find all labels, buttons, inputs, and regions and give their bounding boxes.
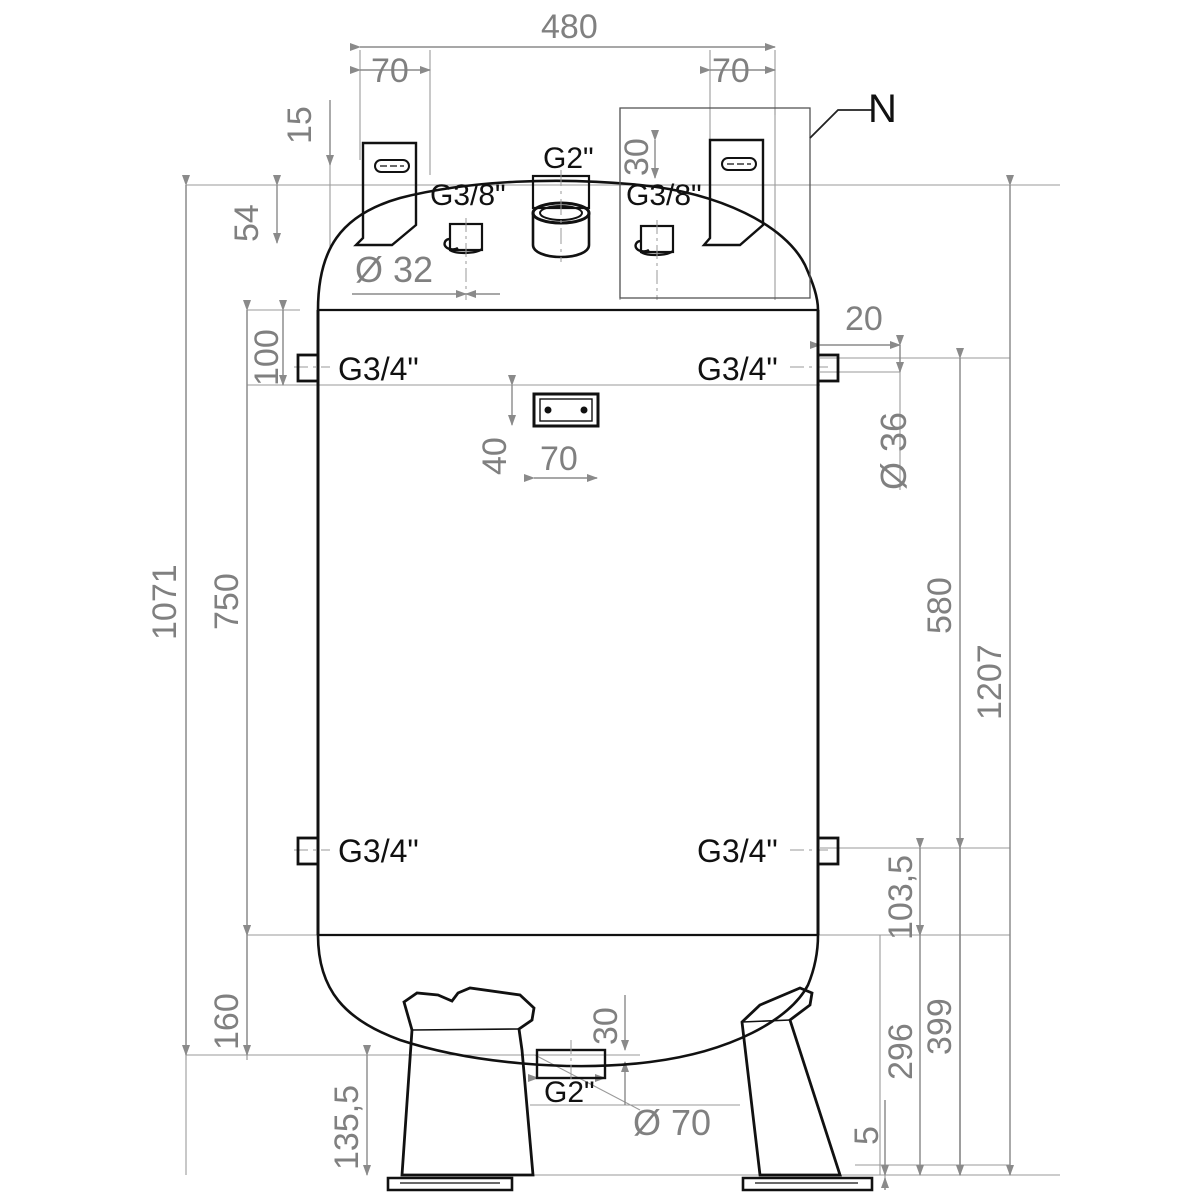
dim-bracket-height-54: 54 (228, 204, 266, 242)
port-lower-left (296, 836, 320, 866)
dim-height-399: 399 (921, 998, 959, 1055)
label-side-lower-left-port: G3/4" (338, 833, 419, 869)
label-bottom-drain-port: G2" (544, 1076, 595, 1109)
dim-right-offset-20: 20 (845, 300, 883, 338)
dim-bracket-right-width: 70 (712, 52, 750, 90)
port-lower-right (816, 836, 840, 866)
dim-nozzle-dia-36: Ø 36 (873, 412, 914, 490)
dim-height-160: 160 (208, 993, 246, 1050)
dimension-text-group: 480 70 70 15 54 30 Ø 32 100 40 70 20 Ø 3… (146, 8, 1009, 1170)
dim-height-103-5: 103,5 (882, 855, 920, 940)
leg-right (740, 986, 874, 1192)
label-detail-n: N (868, 87, 897, 131)
dim-drain-dia-70: Ø 70 (633, 1102, 711, 1143)
port-labels-group: N G2" G3/8" G3/8" G3/4" G3/4" G3/4" G3/4… (338, 87, 897, 1109)
dim-nameplate-width-70: 70 (540, 440, 578, 478)
dim-height-5: 5 (848, 1126, 886, 1145)
dim-drain-offset-30: 30 (587, 1007, 625, 1045)
dim-height-1071: 1071 (146, 564, 184, 640)
nameplate (532, 392, 600, 428)
dim-bracket-slot-from-top: 15 (281, 106, 319, 144)
dim-overall-width: 480 (541, 8, 598, 46)
detail-leader-n (809, 109, 872, 139)
port-upper-right (816, 353, 840, 383)
label-top-left-port: G3/8" (430, 179, 506, 212)
detail-frame-n (619, 107, 811, 299)
dim-bracket-right-offset-30: 30 (618, 138, 656, 176)
label-side-upper-right-port: G3/4" (697, 351, 778, 387)
vessel-outline-group (296, 107, 874, 1192)
top-left-nozzle (443, 218, 484, 300)
dim-height-750: 750 (208, 573, 246, 630)
dim-nameplate-offset-40: 40 (476, 437, 514, 475)
top-right-nozzle (634, 220, 675, 300)
dim-height-1207: 1207 (971, 644, 1009, 720)
label-top-right-port: G3/8" (626, 179, 702, 212)
label-side-upper-left-port: G3/4" (338, 351, 419, 387)
dimension-arrows-group (182, 43, 1014, 1190)
dim-height-135-5: 135,5 (328, 1085, 366, 1170)
bracket-left (353, 141, 418, 247)
dim-upper-nozzle-100: 100 (248, 329, 286, 386)
top-dished-head (316, 179, 820, 311)
top-center-nozzle (531, 170, 591, 262)
bottom-drain-nozzle (535, 1040, 607, 1090)
leg-left (386, 986, 536, 1192)
dim-top-port-dia32: Ø 32 (355, 249, 433, 290)
label-top-center-port: G2" (543, 142, 594, 175)
bracket-right (701, 138, 765, 247)
bottom-dished-head (316, 934, 820, 1068)
label-side-lower-right-port: G3/4" (697, 833, 778, 869)
dim-height-580: 580 (921, 577, 959, 634)
port-upper-left (296, 353, 320, 383)
dim-height-296: 296 (882, 1023, 920, 1080)
dim-bracket-left-width: 70 (371, 52, 409, 90)
